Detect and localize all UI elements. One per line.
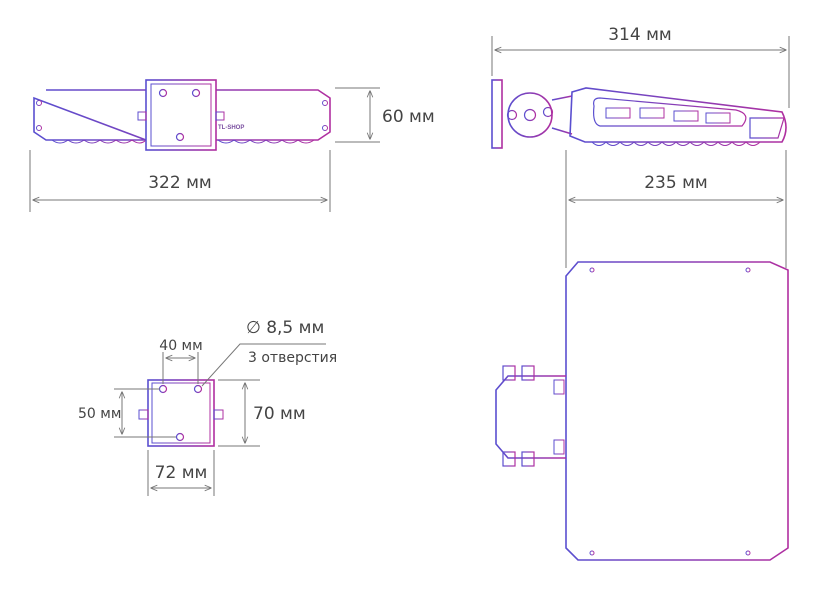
top-view: [495, 261, 789, 561]
mount-bracket-front: [137, 79, 225, 151]
holes-count-note: 3 отверстия: [248, 350, 337, 366]
width-322-label: 322 мм: [148, 173, 212, 193]
height-60-label: 60 мм: [382, 107, 435, 127]
side-dimension-lines: [491, 36, 790, 268]
hole-span-50-label: 50 мм: [78, 406, 121, 422]
plate-height-70-label: 70 мм: [253, 404, 306, 424]
luminaire-body-side: [569, 87, 787, 146]
mount-hole-bottom: [175, 432, 185, 442]
mount-hole-right: [193, 384, 203, 394]
mount-plate-view: [138, 379, 224, 447]
hole-spacing-40-label: 40 мм: [159, 338, 202, 354]
front-view: [33, 79, 331, 151]
body-235-label: 235 мм: [644, 173, 708, 193]
luminaire-body-top: [565, 261, 789, 561]
hole-diameter-label: ∅ 8,5 мм: [246, 318, 324, 338]
plate-dimension-lines: [114, 343, 326, 496]
hole-leader-line: [201, 343, 326, 387]
luminaire-body-front: [33, 89, 331, 144]
brand-label: TL-SHOP: [218, 125, 244, 131]
plate-width-72-label: 72 мм: [155, 463, 208, 483]
wall-bracket-side: [491, 79, 573, 149]
side-view: [491, 79, 787, 149]
mount-hole-left: [158, 384, 168, 394]
mount-bracket-top: [495, 365, 566, 467]
overall-314-label: 314 мм: [608, 25, 672, 45]
front-dimension-lines: [29, 87, 380, 212]
